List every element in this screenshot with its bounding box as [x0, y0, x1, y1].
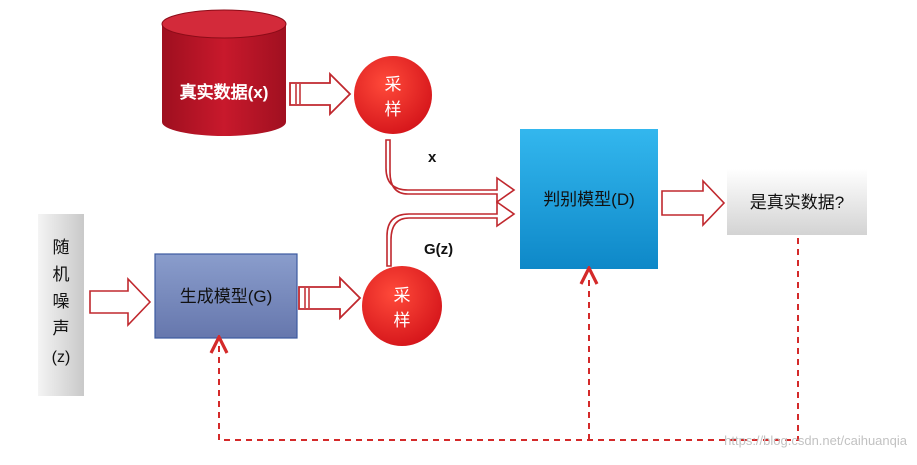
noise-char-4: 声 — [53, 319, 70, 338]
output-box: 是真实数据? — [727, 169, 867, 235]
real-data-label: 真实数据(x) — [180, 82, 269, 102]
generator-box: 生成模型(G) — [154, 253, 298, 339]
sample-top-char-2: 样 — [385, 100, 402, 119]
arrow-real-sample-to-discriminator — [385, 139, 516, 204]
arrow-generator-to-sample — [298, 275, 362, 321]
arrow-data-to-sample — [289, 71, 352, 117]
arrow-discriminator-to-output — [661, 179, 726, 227]
sample-circle-top: 采 样 — [354, 56, 432, 134]
sample-top-char-1: 采 — [385, 75, 402, 94]
sample-bottom-char-2: 样 — [394, 311, 411, 330]
discriminator-box: 判别模型(D) — [520, 129, 658, 269]
real-data-cylinder: 真实数据(x) — [161, 9, 287, 136]
feedback-loop — [219, 238, 799, 441]
watermark: https://blog.csdn.net/caihuanqia — [724, 433, 908, 448]
arrow-noise-to-generator — [89, 277, 152, 327]
sample-bottom-char-1: 采 — [394, 286, 411, 305]
output-label: 是真实数据? — [750, 193, 844, 212]
noise-char-5: (z) — [52, 349, 71, 366]
arrow-generated-sample-to-discriminator — [386, 200, 516, 267]
noise-char-2: 机 — [53, 265, 70, 284]
generator-label: 生成模型(G) — [180, 287, 273, 306]
discriminator-label: 判别模型(D) — [543, 190, 635, 209]
sample-circle-bottom: 采 样 — [362, 266, 442, 346]
noise-box: 随 机 噪 声 (z) — [38, 214, 84, 396]
edge-label-x: x — [428, 149, 437, 166]
noise-char-3: 噪 — [53, 292, 70, 311]
noise-char-1: 随 — [53, 238, 70, 257]
edge-label-gz: G(z) — [424, 241, 453, 258]
